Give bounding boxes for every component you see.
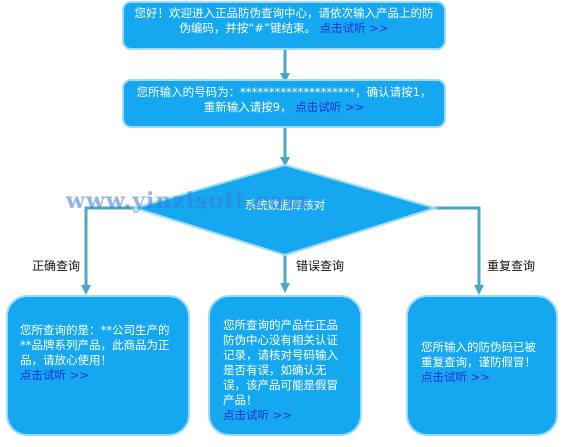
repeat-result-text: 您所输入的防伪码已被重复查询，谨防假冒！ 点击试听 >> [421, 340, 545, 385]
welcome-box [122, 1, 446, 50]
repeat-result-message: 您所输入的防伪码已被重复查询，谨防假冒！ [421, 340, 536, 369]
arrow-decision-to-repeat [410, 206, 484, 295]
correct-result-message: 您所查询的是：**公司生产的**品牌系列产品，此商品为正品，请放心使用！ [20, 323, 170, 367]
wrong-listen-link[interactable]: 点击试听 >> [223, 408, 292, 422]
branch-label-repeat: 重复查询 [487, 259, 536, 273]
welcome-text: 您好！欢迎进入正品防伪查询中心，请依次输入产品上的防伪编码，并按“#”键结束。 … [134, 6, 434, 46]
branch-label-wrong: 错误查询 [296, 259, 345, 273]
correct-listen-link[interactable]: 点击试听 >> [20, 368, 89, 382]
branch-label-correct: 正确查询 [32, 259, 81, 273]
decision-diamond [131, 163, 439, 257]
correct-result-box [6, 295, 190, 436]
watermark: www.yinzisoft.com [66, 188, 309, 214]
confirm-text: 您所输入的号码为：********************，确认请按1，重新输入… [134, 85, 434, 123]
repeat-result-box [406, 295, 558, 436]
confirm-box [122, 79, 446, 128]
welcome-message: 您好！欢迎进入正品防伪查询中心，请依次输入产品上的防伪编码，并按“#”键结束。 [134, 6, 434, 35]
confirm-message: 您所输入的号码为：********************，确认请按1，重新输入… [136, 85, 432, 114]
repeat-listen-link[interactable]: 点击试听 >> [421, 370, 490, 384]
welcome-listen-link[interactable]: 点击试听 >> [319, 21, 389, 35]
wrong-result-box [208, 295, 362, 436]
arrow-decision-to-correct [81, 206, 160, 295]
decision-label: 系统数据库核对 [244, 198, 326, 212]
wrong-result-message: 您所查询的产品在正品防伪中心没有相关认证记录，请核对号码输入是否有误，如确认无误… [223, 318, 338, 407]
correct-result-text: 您所查询的是：**公司生产的**品牌系列产品，此商品为正品，请放心使用！ 点击试… [20, 323, 178, 383]
wrong-result-text: 您所查询的产品在正品防伪中心没有相关认证记录，请核对号码输入是否有误，如确认无误… [223, 318, 348, 423]
confirm-listen-link[interactable]: 点击试听 >> [295, 100, 365, 114]
